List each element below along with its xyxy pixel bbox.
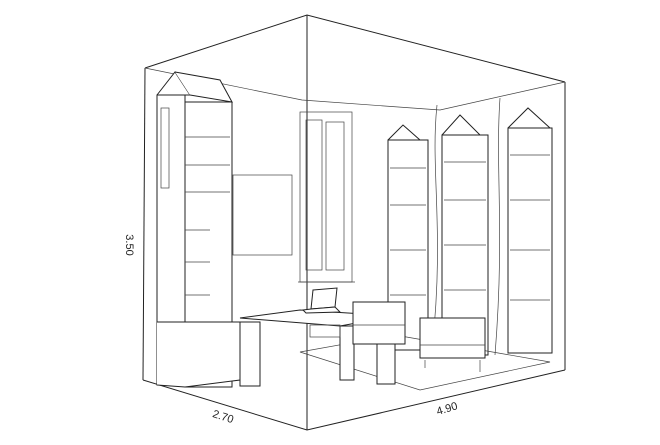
floor-lamp [431,104,438,351]
room-box [142,14,566,431]
bookcase-left [156,71,241,388]
chair [352,301,406,345]
height-dimension-label: 3.50 [123,234,135,255]
whiteboard [232,174,293,256]
window [298,111,355,283]
armchair [419,317,486,372]
bookcase-back-3 [507,107,553,354]
floor-lamp [494,97,501,356]
laptop [301,287,342,314]
width-dimension-label: 2.70 [211,408,235,426]
length-dimension-label: 4.90 [435,400,459,418]
